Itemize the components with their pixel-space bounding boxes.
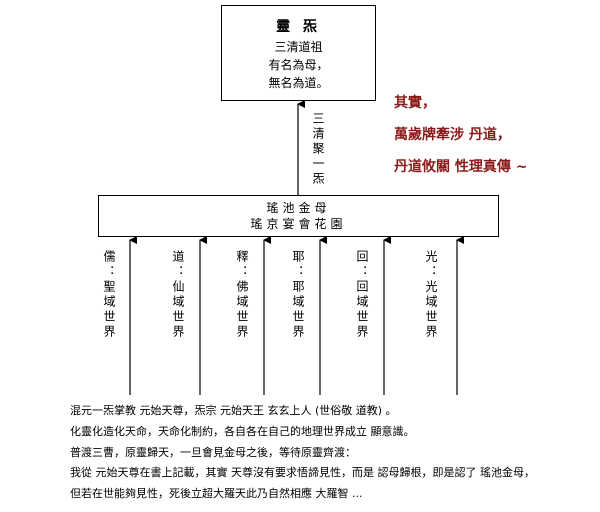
column-label-dao: 道：仙域世界 <box>171 250 185 340</box>
bottom-text-line: 化靈化造化天命，天命化制約，各自各在自己的地理世界成立 顯意識。 <box>70 425 415 438</box>
column-label-ye: 耶：耶域世界 <box>291 250 305 340</box>
top-box-line: 三清道祖 <box>274 40 323 54</box>
bottom-text-line: 但若在世能夠見性，死後立超大羅天此乃自然相應 大羅智 ... <box>70 487 363 500</box>
top-box-ling-qi: 靈 炁 三清道祖 有名為母， 無名為道。 <box>221 5 376 101</box>
connector-label: 三清聚一炁 <box>311 112 325 187</box>
top-box-line: 無名為道。 <box>268 76 329 90</box>
column-label-shi: 釋：佛域世界 <box>235 250 249 340</box>
mid-box-line: 瑤池金母 <box>266 201 331 215</box>
bottom-text-line: 混元一炁掌教 元始天尊，炁宗 元始天王 玄玄上人 (世俗敬 道教) 。 <box>70 404 397 417</box>
top-box-line: 有名為母， <box>268 58 329 72</box>
column-label-guang: 光：光域世界 <box>424 250 438 340</box>
side-note-line: 其實， <box>394 95 436 111</box>
mid-box-line: 瑤京宴會花園 <box>250 217 347 231</box>
bottom-text-line: 普渡三曹，原靈歸天，一旦會見金母之後，等待原靈齊渡： <box>70 446 356 459</box>
bottom-text-line: 我從 元始天尊在書上記載，其實 天尊沒有要求悟諦見性，而是 認母歸根，即是認了 … <box>70 466 535 479</box>
top-box-title: 靈 炁 <box>276 19 321 35</box>
column-label-hui: 回：回域世界 <box>355 250 369 340</box>
mid-box-yaochi: 瑤池金母 瑤京宴會花園 <box>98 195 499 237</box>
column-label-ru: 儒：聖域世界 <box>102 250 116 340</box>
side-note-line: 丹道攸關 性理真傳 ~ <box>394 159 528 175</box>
side-note-line: 萬歲牌牽涉 丹道， <box>394 127 511 143</box>
